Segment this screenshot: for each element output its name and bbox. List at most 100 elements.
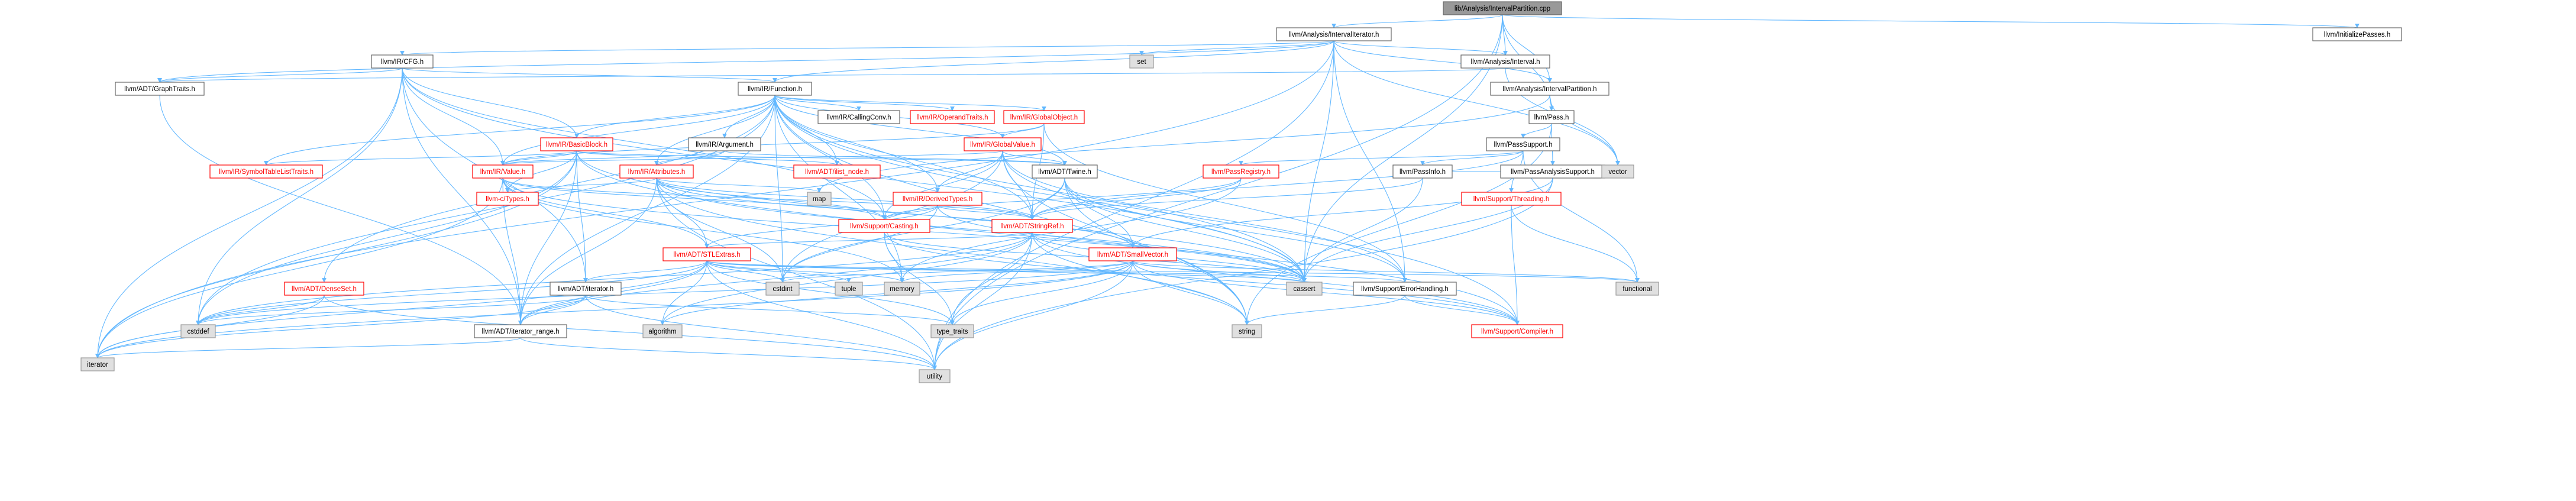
- edge-function-to-attributes: [654, 95, 775, 166]
- node-functional[interactable]: functional: [1615, 282, 1659, 296]
- node-label: llvm/IR/Argument.h: [696, 141, 754, 148]
- node-memory[interactable]: memory: [884, 282, 920, 296]
- node-label: llvm/Pass.h: [1534, 114, 1569, 121]
- node-symboltablelisttraits[interactable]: llvm/IR/SymbolTableListTraits.h: [209, 164, 323, 179]
- node-stlextras[interactable]: llvm/ADT/STLExtras.h: [662, 247, 751, 261]
- node-globalobject[interactable]: llvm/IR/GlobalObject.h: [1003, 110, 1085, 124]
- node-box: [1486, 137, 1560, 151]
- node-map[interactable]: map: [807, 192, 832, 206]
- node-label: llvm/Support/Threading.h: [1473, 196, 1549, 203]
- edge-value-to-iterator: [95, 177, 503, 358]
- edge-globalobject-to-errorhandling: [1043, 123, 1407, 283]
- node-tuple[interactable]: tuple: [835, 282, 863, 296]
- edge-interval-to-graphtraits: [158, 67, 1506, 83]
- node-algorithm[interactable]: algorithm: [642, 324, 683, 338]
- node-argument[interactable]: llvm/IR/Argument.h: [688, 137, 761, 151]
- edge-cfg-to-iterator: [95, 67, 403, 358]
- node-smallvector[interactable]: llvm/ADT/SmallVector.h: [1088, 247, 1177, 261]
- edge-smallvector-to-cassert: [1132, 260, 1307, 283]
- edge-densemap-to-cstddef: [196, 295, 325, 325]
- node-box: [642, 324, 683, 338]
- node-box: [964, 137, 1042, 151]
- node-passanalysissupport[interactable]: llvm/PassAnalysisSupport.h: [1500, 164, 1605, 179]
- node-box: [1460, 54, 1550, 69]
- node-intervaliterator[interactable]: llvm/Analysis/IntervalIterator.h: [1276, 27, 1392, 41]
- edge-twine-to-cassert: [1064, 177, 1307, 283]
- node-label: algorithm: [648, 328, 676, 335]
- edge-function-to-stringref: [774, 95, 1035, 220]
- node-box: [476, 192, 539, 206]
- edge-stringref-to-iteratorrange: [518, 232, 1033, 325]
- edge-derivedtypes-to-stlextras: [704, 205, 938, 248]
- node-value[interactable]: llvm/IR/Value.h: [472, 164, 534, 179]
- node-string[interactable]: string: [1232, 324, 1262, 338]
- node-derivedtypes[interactable]: llvm/IR/DerivedTypes.h: [893, 192, 982, 206]
- edge-basicblock-to-symboltablelisttraits: [264, 150, 577, 166]
- edge-stlextras-to-iteratorh: [583, 260, 707, 283]
- node-iteratorh[interactable]: llvm/ADT/iterator.h: [550, 282, 622, 296]
- node-box: [765, 282, 800, 296]
- node-ilistnode[interactable]: llvm/ADT/ilist_node.h: [793, 164, 881, 179]
- node-label: llvm/Support/ErrorHandling.h: [1361, 286, 1449, 293]
- node-utility[interactable]: utility: [919, 369, 951, 383]
- node-cassert[interactable]: cassert: [1286, 282, 1323, 296]
- node-label: llvm/IR/CallingConv.h: [826, 114, 891, 121]
- node-errorhandling[interactable]: llvm/Support/ErrorHandling.h: [1353, 282, 1457, 296]
- edge-basicblock-to-value: [500, 150, 577, 166]
- node-iterator[interactable]: iterator: [80, 357, 115, 371]
- node-globalvalue[interactable]: llvm/IR/GlobalValue.h: [964, 137, 1042, 151]
- node-passinfo[interactable]: llvm/PassInfo.h: [1392, 164, 1453, 179]
- edge-stlextras-to-utility: [706, 260, 937, 370]
- edge-argument-to-twine: [724, 150, 1067, 166]
- node-label: llvm/Support/Compiler.h: [1481, 328, 1553, 335]
- node-interval[interactable]: llvm/Analysis/Interval.h: [1460, 54, 1550, 69]
- node-twine[interactable]: llvm/ADT/Twine.h: [1032, 164, 1098, 179]
- node-pass[interactable]: llvm/Pass.h: [1528, 110, 1575, 124]
- node-set[interactable]: set: [1129, 54, 1154, 69]
- edge-function-to-symboltablelisttraits: [264, 95, 775, 166]
- node-casting[interactable]: llvm/Support/Casting.h: [838, 219, 930, 233]
- node-cstdint[interactable]: cstdint: [765, 282, 800, 296]
- node-operandtraits[interactable]: llvm/IR/OperandTraits.h: [910, 110, 995, 124]
- node-passsupport[interactable]: llvm/PassSupport.h: [1486, 137, 1560, 151]
- node-compiler[interactable]: llvm/Support/Compiler.h: [1471, 324, 1563, 338]
- edge-stlextras-to-algorithm: [660, 260, 707, 325]
- node-box: [472, 164, 534, 179]
- node-label: vector: [1608, 169, 1627, 176]
- node-label: llvm/ADT/iterator_range.h: [481, 328, 559, 335]
- edge-threading-to-compiler: [1511, 205, 1520, 325]
- node-label: utility: [927, 373, 942, 380]
- node-label: llvm/ADT/iterator.h: [558, 286, 614, 293]
- edge-root-to-initializepasses: [1502, 14, 2359, 28]
- node-label: llvm/ADT/GraphTraits.h: [124, 86, 195, 93]
- node-basicblock[interactable]: llvm/IR/BasicBlock.h: [540, 137, 613, 151]
- node-label: llvm/ADT/STLExtras.h: [673, 251, 740, 258]
- edge-passsupport-to-passregistry: [1239, 150, 1524, 166]
- node-box: [807, 192, 832, 206]
- node-attributes[interactable]: llvm/IR/Attributes.h: [619, 164, 694, 179]
- node-densemap[interactable]: llvm/ADT/DenseSet.h: [284, 282, 364, 296]
- node-typetraits[interactable]: type_traits: [930, 324, 974, 338]
- node-cstddef[interactable]: cstddef: [180, 324, 216, 338]
- edge-stringref-to-utility: [932, 232, 1033, 370]
- node-callingconv[interactable]: llvm/IR/CallingConv.h: [817, 110, 900, 124]
- node-iteratorrange[interactable]: llvm/ADT/iterator_range.h: [474, 324, 567, 338]
- node-ctypes[interactable]: llvm-c/Types.h: [476, 192, 539, 206]
- node-intervalpartition[interactable]: llvm/Analysis/IntervalPartition.h: [1490, 82, 1609, 96]
- node-vector[interactable]: vector: [1601, 164, 1634, 179]
- edge-smallvector-to-memory: [900, 260, 1133, 283]
- node-passregistry[interactable]: llvm/PassRegistry.h: [1203, 164, 1279, 179]
- node-threading[interactable]: llvm/Support/Threading.h: [1461, 192, 1562, 206]
- node-box: [1032, 164, 1098, 179]
- node-graphtraits[interactable]: llvm/ADT/GraphTraits.h: [115, 82, 205, 96]
- edge-function-to-derivedtypes: [774, 95, 940, 193]
- node-initializepasses[interactable]: llvm/InitializePasses.h: [2312, 27, 2402, 41]
- edge-function-to-ilistnode: [774, 95, 839, 166]
- edge-twine-to-smallvector: [1064, 177, 1135, 248]
- node-cfg[interactable]: llvm/IR/CFG.h: [371, 54, 434, 69]
- node-box: [474, 324, 567, 338]
- node-stringref[interactable]: llvm/ADT/StringRef.h: [991, 219, 1073, 233]
- node-box: [371, 54, 434, 69]
- node-function[interactable]: llvm/IR/Function.h: [738, 82, 812, 96]
